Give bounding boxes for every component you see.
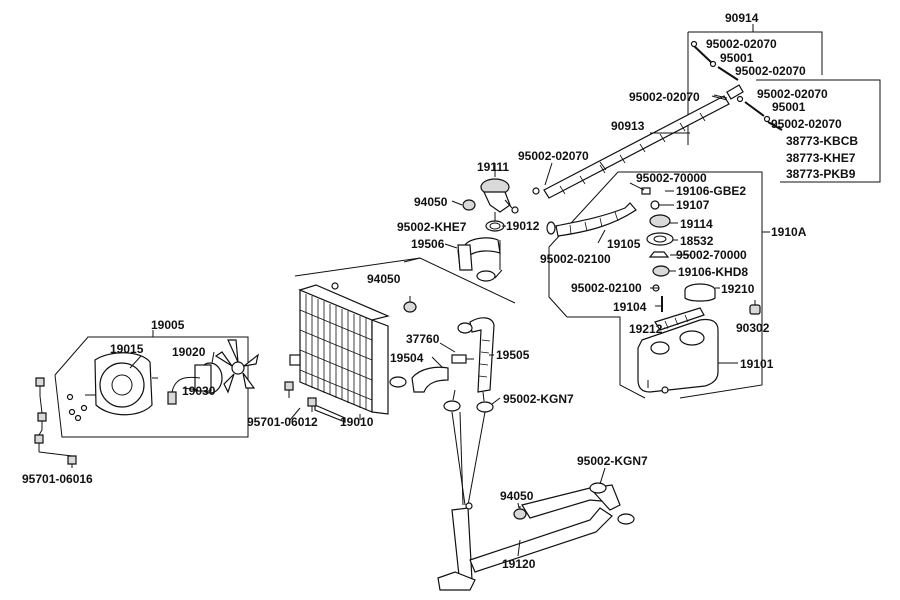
label-94050: 94050 [367, 272, 401, 286]
label-19010: 19010 [340, 415, 374, 429]
label-19114: 19114 [680, 217, 713, 231]
label-90913: 90913 [611, 119, 645, 133]
label-94050: 94050 [414, 195, 448, 209]
label-19104: 19104 [613, 300, 647, 314]
fan-blade-icon [214, 339, 259, 394]
label-95002-khe7: 95002-KHE7 [397, 220, 467, 234]
label-95002-02070: 95002-02070 [757, 87, 828, 101]
label-19505: 19505 [496, 348, 530, 362]
label-95002-kgn7: 95002-KGN7 [503, 392, 574, 406]
label-19210: 19210 [721, 282, 755, 296]
label-95002-02070: 95002-02070 [706, 37, 777, 51]
label-95001: 95001 [772, 100, 806, 114]
label-1910a: 1910A [771, 225, 807, 239]
label-18532: 18532 [680, 234, 714, 248]
label-94050: 94050 [500, 489, 534, 503]
label-19106-khd8: 19106-KHD8 [678, 265, 748, 279]
label-95002-70000: 95002-70000 [636, 171, 707, 185]
label-95701-06012: 95701-06012 [247, 415, 318, 429]
label-95002-70000: 95002-70000 [676, 248, 747, 262]
fan-motor-group [54, 330, 259, 438]
label-19107: 19107 [676, 198, 710, 212]
label-19111: 19111 [477, 160, 509, 174]
radiator-core [284, 257, 516, 423]
label-95002-02100: 95002-02100 [540, 252, 611, 266]
label-95002-kgn7: 95002-KGN7 [577, 454, 648, 468]
label-90914: 90914 [725, 11, 759, 25]
label-95002-02100: 95002-02100 [571, 281, 642, 295]
label-19020: 19020 [172, 345, 206, 359]
lower-hoses [389, 317, 495, 506]
label-95701-06016: 95701-06016 [22, 472, 93, 486]
label-19106-gbe2: 19106-GBE2 [676, 184, 746, 198]
label-95002-02070: 95002-02070 [735, 64, 806, 78]
label-19504: 19504 [390, 351, 424, 365]
leader-lines [71, 95, 770, 509]
label-19101: 19101 [740, 357, 774, 371]
reservoir-tank-group [546, 171, 763, 399]
label-19030: 19030 [182, 384, 216, 398]
bolt-group-left [34, 377, 77, 465]
label-19015: 19015 [110, 342, 144, 356]
label-95002-02070: 95002-02070 [771, 117, 842, 131]
label-19005: 19005 [151, 318, 185, 332]
label-19120: 19120 [502, 557, 536, 571]
label-95002-02070: 95002-02070 [518, 149, 589, 163]
breather-tube-assembly [532, 24, 881, 199]
label-90302: 90302 [736, 321, 770, 335]
label-19012: 19012 [506, 219, 540, 233]
label-38773-kbcb: 38773-KBCB [786, 134, 858, 148]
label-19506: 19506 [411, 237, 445, 251]
label-19212: 19212 [629, 322, 663, 336]
part-labels: 90914 95002-02070 95001 95002-02070 9500… [22, 11, 858, 571]
label-95001: 95001 [720, 51, 754, 65]
lower-pipe-assembly [437, 482, 635, 591]
label-37760: 37760 [406, 332, 440, 346]
label-95002-02070: 95002-02070 [629, 90, 700, 104]
label-38773-khe7: 38773-KHE7 [786, 151, 856, 165]
label-38773-pkb9: 38773-PKB9 [786, 167, 856, 181]
label-19105: 19105 [607, 237, 641, 251]
